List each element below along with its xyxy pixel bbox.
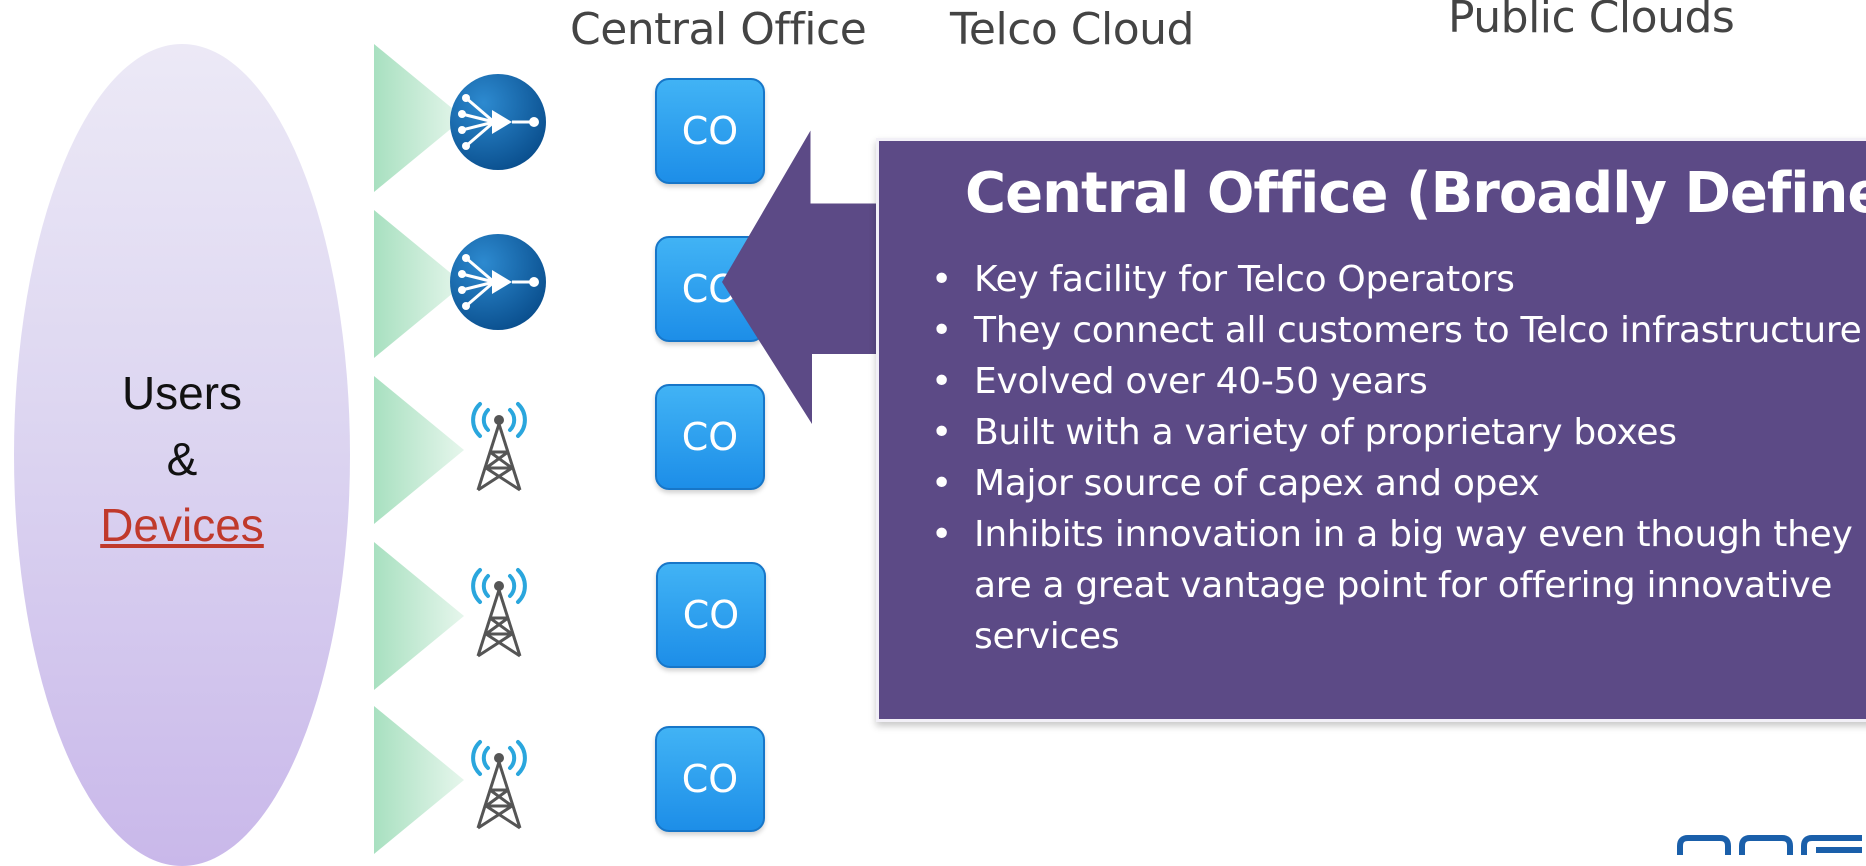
cell-tower-icon [466, 398, 532, 499]
co-box[interactable]: CO [655, 726, 765, 832]
users-devices-label: Users & Devices [14, 360, 350, 558]
logo-icon [1676, 834, 1866, 860]
router-icon [448, 72, 548, 177]
callout-panel: Central Office (Broadly Defined) Key fac… [876, 138, 1866, 722]
callout-title: Central Office (Broadly Defined) [965, 161, 1866, 226]
bullet-item: They connect all customers to Telco infr… [931, 305, 1866, 356]
bullet-item: Major source of capex and opex [931, 458, 1866, 509]
cell-tower-icon [466, 564, 532, 665]
telco-cloud-header: Telco Cloud [950, 4, 1194, 55]
callout-bullet-list: Key facility for Telco Operators They co… [931, 254, 1866, 662]
public-clouds-header: Public Clouds [1448, 0, 1735, 43]
devices-link[interactable]: Devices [100, 499, 264, 551]
central-office-header: Central Office [570, 4, 867, 55]
router-icon [448, 232, 548, 337]
users-devices-ellipse: Users & Devices [14, 44, 350, 866]
callout-arrow [722, 128, 892, 433]
co-box[interactable]: CO [655, 78, 765, 184]
bullet-item: Key facility for Telco Operators [931, 254, 1866, 305]
bullet-item: Built with a variety of proprietary boxe… [931, 407, 1866, 458]
cell-tower-icon [466, 736, 532, 837]
ampersand-label: & [166, 433, 198, 485]
co-box[interactable]: CO [655, 384, 765, 490]
co-box[interactable]: CO [656, 562, 766, 668]
bullet-item: Evolved over 40-50 years [931, 356, 1866, 407]
bullet-item: Inhibits innovation in a big way even th… [931, 509, 1866, 662]
users-label: Users [121, 367, 243, 419]
